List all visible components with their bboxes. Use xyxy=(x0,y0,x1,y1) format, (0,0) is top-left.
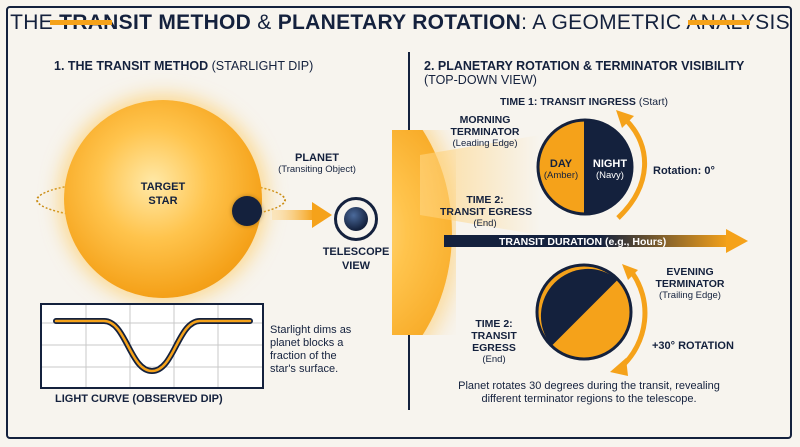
rotation-caption: Planet rotates 30 degrees during the tra… xyxy=(424,380,754,406)
light-path-arrow xyxy=(272,202,332,228)
time2b-label-line: TIME 2: xyxy=(475,318,513,330)
planet-label-title: PLANET xyxy=(295,152,339,164)
telescope-icon xyxy=(334,197,378,241)
morning-label-line: MORNING xyxy=(459,114,511,126)
rotation-arrow-bottom xyxy=(610,264,648,376)
time1-label-light: (Start) xyxy=(635,96,669,108)
evening-terminator-label: EVENING TERMINATOR (Trailing Edge) xyxy=(640,266,740,302)
light-curve-line xyxy=(54,319,252,373)
target-star-label: TARGET STAR xyxy=(130,180,196,208)
morning-terminator-label: MORNING TERMINATOR (Leading Edge) xyxy=(440,114,530,150)
night-label-sub: (Navy) xyxy=(596,170,624,181)
target-star xyxy=(64,100,262,298)
evening-label-line: TERMINATOR xyxy=(655,278,725,290)
time2-label-sub: (End) xyxy=(473,218,497,229)
title-part: & xyxy=(251,11,278,34)
time2-egress-label-top: TIME 2: TRANSIT EGRESS (End) xyxy=(440,194,533,230)
evening-label-line: EVENING xyxy=(666,266,714,278)
morning-label-line: TERMINATOR xyxy=(450,126,520,138)
light-curve-label: LIGHT CURVE (OBSERVED DIP) xyxy=(55,393,223,405)
caption-line: star's surface. xyxy=(270,363,339,375)
section-1-heading: 1. THE TRANSIT METHOD (STARLIGHT DIP) xyxy=(54,59,313,73)
rotation-0-label: Rotation: 0° xyxy=(653,165,715,177)
telescope-label-line: TELESCOPE xyxy=(322,246,390,258)
star-label-line: TARGET xyxy=(140,181,186,193)
light-curve-outline xyxy=(53,318,253,375)
light-curve-chart xyxy=(40,303,264,389)
section-2-heading-light: (TOP-DOWN VIEW) xyxy=(424,73,537,87)
caption-line: fraction of the xyxy=(270,350,337,362)
time2b-label-line: EGRESS xyxy=(472,342,516,354)
day-label-title: DAY xyxy=(549,158,573,170)
telescope-label: TELESCOPE VIEW xyxy=(316,245,396,273)
section-1-heading-light: (STARLIGHT DIP) xyxy=(208,59,314,73)
outer-frame xyxy=(6,6,792,439)
section-2-heading-bold: 2. PLANETARY ROTATION & TERMINATOR VISIB… xyxy=(424,59,745,73)
light-curve-grid xyxy=(42,305,262,387)
title-part: THE xyxy=(10,11,60,34)
time1-label: TIME 1: TRANSIT INGRESS (Start) xyxy=(500,96,668,108)
time2-label-line: TIME 2: xyxy=(466,194,504,206)
rotation-caption-line: different terminator regions to the tele… xyxy=(481,393,697,405)
planet-label-sub: (Transiting Object) xyxy=(278,164,356,175)
night-label: NIGHT (Navy) xyxy=(586,158,634,181)
section-1-heading-bold: 1. THE TRANSIT METHOD xyxy=(54,59,209,73)
title-bar: THE TRANSIT METHOD & PLANETARY ROTATION:… xyxy=(10,8,790,38)
time2-label-line: TRANSIT EGRESS xyxy=(440,206,533,218)
title-bold-part: TRANSIT METHOD xyxy=(59,11,252,34)
title-part: : A GEOMETRIC ANALYSIS xyxy=(521,11,790,34)
rotation-caption-line: Planet rotates 30 degrees during the tra… xyxy=(458,380,720,392)
planet-time2 xyxy=(535,263,633,361)
rotation-arrow-top xyxy=(616,110,647,220)
night-label-title: NIGHT xyxy=(592,158,628,170)
star-label-line: STAR xyxy=(148,195,178,207)
title-decoration-left xyxy=(50,20,112,25)
morning-label-sub: (Leading Edge) xyxy=(452,138,518,149)
time2b-label-line: TRANSIT xyxy=(471,330,517,342)
day-label-sub: (Amber) xyxy=(543,170,579,181)
time1-label-bold: TIME 1: TRANSIT INGRESS xyxy=(500,96,636,108)
time2-egress-label-bottom: TIME 2: TRANSIT EGRESS (End) xyxy=(462,318,526,366)
transit-duration-label: TRANSIT DURATION (e.g., Hours) xyxy=(499,236,667,248)
caption-line: planet blocks a xyxy=(270,337,344,349)
title-decoration-right xyxy=(688,20,750,25)
page-title: THE TRANSIT METHOD & PLANETARY ROTATION:… xyxy=(10,11,790,35)
transit-duration-arrow xyxy=(444,229,748,253)
time2b-label-sub: (End) xyxy=(482,354,506,365)
rotation-30-label: +30° ROTATION xyxy=(652,340,734,352)
title-bold-part: PLANETARY ROTATION xyxy=(277,11,522,34)
transit-caption: Starlight dims as planet blocks a fracti… xyxy=(270,324,351,376)
starlight-beam xyxy=(420,135,540,235)
day-label: DAY (Amber) xyxy=(538,158,584,181)
section-2-heading: 2. PLANETARY ROTATION & TERMINATOR VISIB… xyxy=(424,59,744,87)
evening-label-sub: (Trailing Edge) xyxy=(659,290,721,301)
telescope-label-line: VIEW xyxy=(341,260,371,272)
planet-label: PLANET (Transiting Object) xyxy=(262,152,372,175)
caption-line: Starlight dims as xyxy=(270,324,352,336)
planet-time1 xyxy=(536,118,634,216)
transiting-planet xyxy=(232,196,262,226)
